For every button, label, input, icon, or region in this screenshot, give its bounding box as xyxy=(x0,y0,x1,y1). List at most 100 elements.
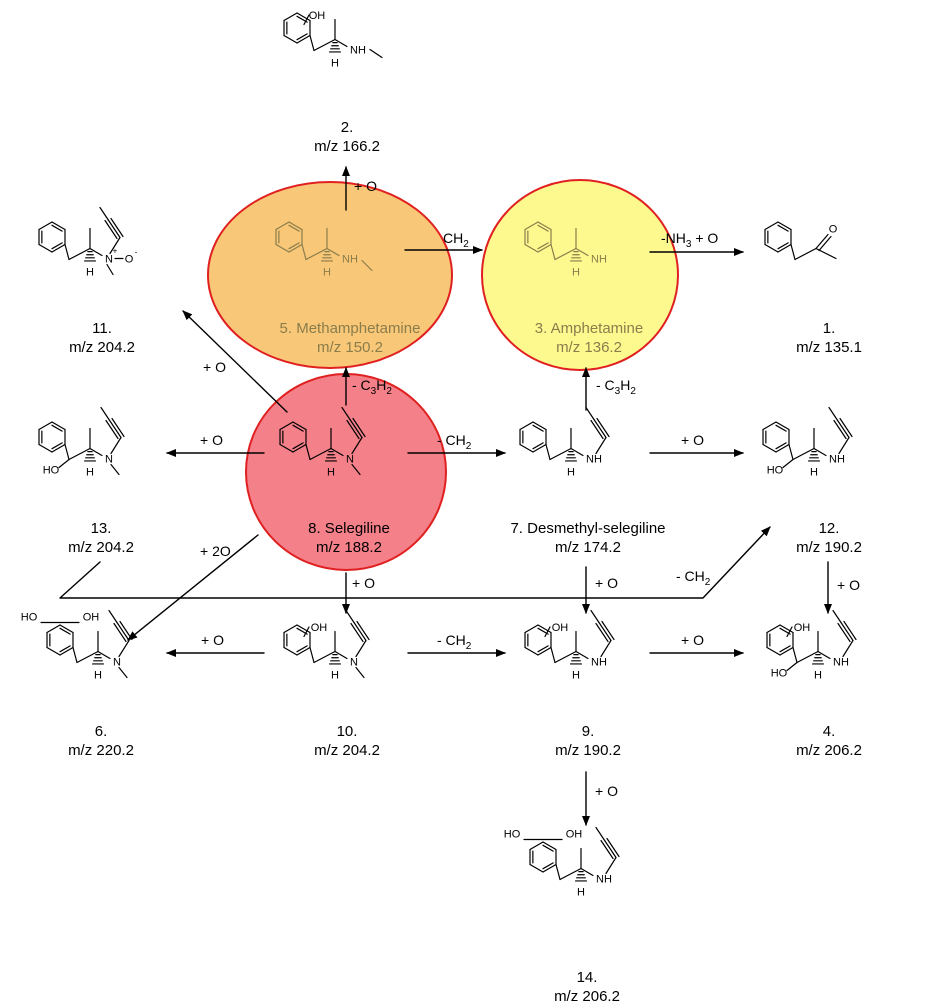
arrow-13-to-12 xyxy=(59,526,771,599)
bond xyxy=(580,867,594,877)
bond xyxy=(309,34,315,52)
amine-label: NH xyxy=(591,657,607,669)
benzene-ring xyxy=(46,624,74,656)
alkyne-bond xyxy=(837,622,851,643)
compound-6-caption: 6. m/z 220.2 xyxy=(68,722,134,760)
hydroxyl-label: OH xyxy=(566,829,583,841)
reaction-label-13-12: - CH2 xyxy=(676,568,710,591)
ring-bond xyxy=(292,421,307,431)
reaction-label-text: - CH xyxy=(676,568,705,584)
alkyne-bond xyxy=(601,620,615,641)
ring-bond xyxy=(762,443,777,453)
hydroxyl-label: HO xyxy=(771,668,788,680)
alkyne-bond xyxy=(341,406,351,421)
reaction-label-text: - C xyxy=(352,377,371,393)
bond xyxy=(89,247,103,257)
alkyne-bond xyxy=(590,609,600,624)
bond xyxy=(813,447,827,457)
nitrogen-label: N xyxy=(105,454,113,466)
n-methyl-bond xyxy=(118,666,128,679)
compound-8-mz: m/z 188.2 xyxy=(316,539,382,556)
compound-2-number: 2. xyxy=(340,119,354,136)
alkyne-bond xyxy=(345,609,355,624)
ring-double-bond xyxy=(296,33,308,41)
alkyne-bond xyxy=(353,621,367,642)
alkyne-bond xyxy=(108,418,122,439)
ring-bond xyxy=(283,646,298,656)
ring-double-bond xyxy=(542,862,554,870)
subscript: 3 xyxy=(370,385,377,397)
compound-9-mz: m/z 190.2 xyxy=(555,742,621,759)
charge-label: - xyxy=(135,248,138,257)
benzene-ring xyxy=(766,624,794,656)
alkyne-bond xyxy=(603,838,617,859)
benzene-ring xyxy=(529,841,557,873)
bond xyxy=(550,243,556,261)
alkyne-bond xyxy=(590,419,604,440)
subscript: 2 xyxy=(704,576,711,588)
alkyne-bond xyxy=(595,826,605,841)
propargyl-bond xyxy=(595,436,607,455)
compound-5-caption: 5. Methamphetamine m/z 150.2 xyxy=(280,319,421,357)
oxygen-label: O xyxy=(829,224,838,236)
ring-bond xyxy=(46,646,61,656)
n-methyl-bond xyxy=(351,463,361,476)
ring-double-bond xyxy=(296,645,308,653)
compound-11-number: 11. xyxy=(92,320,112,337)
ring-bond xyxy=(288,221,303,231)
structure-13 xyxy=(38,406,125,476)
benzene-ring xyxy=(283,12,311,44)
ring-double-bond xyxy=(775,424,787,432)
ring-bond xyxy=(524,221,539,231)
ring-bond xyxy=(529,863,544,873)
compound-14-number: 14. xyxy=(576,969,598,986)
reaction-label-10-6: + O xyxy=(201,632,224,648)
hydrogen-label: H xyxy=(331,58,339,70)
ring-double-bond xyxy=(51,442,63,450)
bond xyxy=(309,646,315,664)
hydrogen-label: H xyxy=(323,267,331,279)
compound-9-caption: 9. m/z 190.2 xyxy=(555,722,621,760)
bond xyxy=(575,247,589,257)
hydrogen-label: H xyxy=(572,267,580,279)
compound-9-number: 9. xyxy=(581,723,595,740)
ring-double-bond xyxy=(288,242,300,250)
nitrogen-label: N xyxy=(105,254,113,266)
reaction-label-8-11: + O xyxy=(203,359,226,375)
bond xyxy=(334,650,348,660)
arrow-8-to-6 xyxy=(127,534,259,641)
bond xyxy=(89,447,103,457)
hydroxyl-label: HO xyxy=(767,465,784,477)
reaction-label-8-6: + 2O xyxy=(200,543,231,559)
ring-bond xyxy=(537,243,552,253)
bond xyxy=(792,646,798,664)
hydroxyl-label: HO xyxy=(21,612,38,624)
alkyne-bond xyxy=(836,418,850,439)
reaction-label-text: -NH xyxy=(661,230,686,246)
compound-7-caption: 7. Desmethyl-selegiline m/z 174.2 xyxy=(510,519,665,557)
ring-bond xyxy=(524,646,539,656)
ring-bond xyxy=(283,12,298,22)
propargyl-bond xyxy=(838,436,850,455)
bond xyxy=(790,243,796,261)
compound-4-number: 4. xyxy=(822,723,836,740)
hydrogen-label: H xyxy=(814,670,822,682)
compound-8-name: 8. Selegiline xyxy=(308,520,390,537)
alkyne-bond xyxy=(111,417,125,438)
bond xyxy=(817,650,831,660)
ring-bond xyxy=(51,443,66,453)
ring-bond xyxy=(532,443,547,453)
ring-double-bond xyxy=(777,224,789,232)
reaction-label-5-2: + O xyxy=(354,178,377,194)
ring-bond xyxy=(524,243,539,253)
ring-bond xyxy=(779,624,794,634)
ring-bond xyxy=(279,443,294,453)
alkyne-bond xyxy=(596,417,610,438)
n-methyl-bond xyxy=(110,463,120,476)
reaction-label-8-13: + O xyxy=(200,432,223,448)
bond xyxy=(545,443,551,461)
bond xyxy=(575,650,589,660)
bond xyxy=(549,447,572,461)
subscript: 3 xyxy=(685,238,692,250)
